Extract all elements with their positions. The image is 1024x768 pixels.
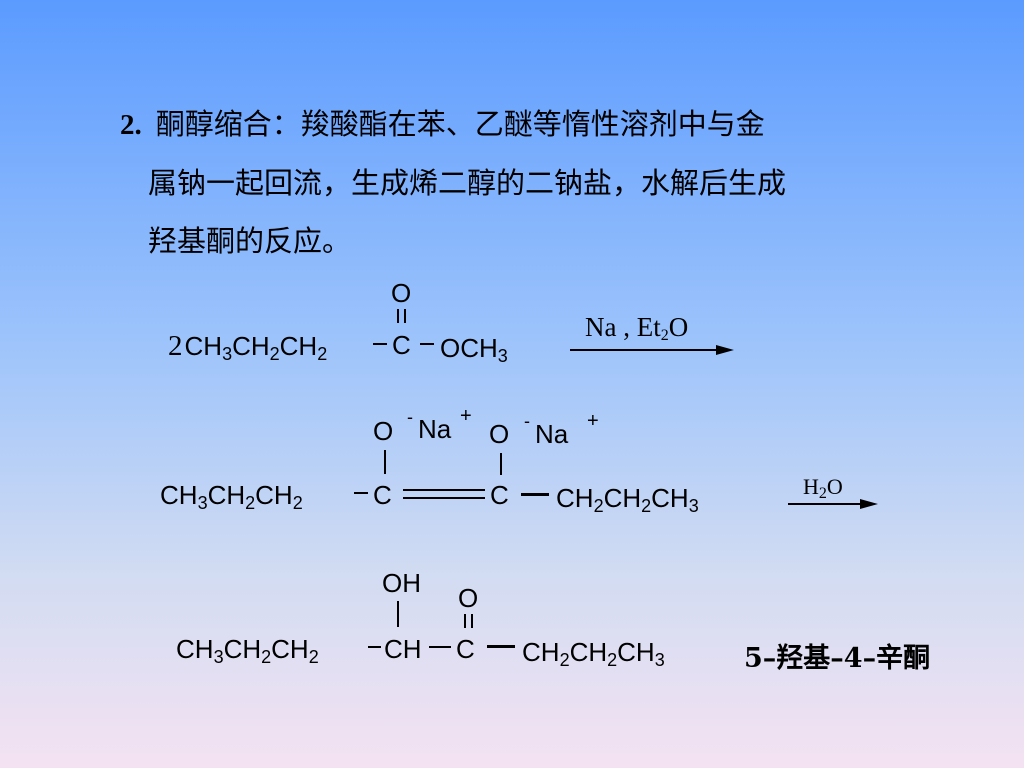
r1-double-bond-a [397, 309, 399, 323]
r2-oxygen-1: O [373, 416, 394, 446]
product-bond-left [368, 646, 381, 648]
r1-double-bond-b [404, 309, 406, 323]
r1-reagent: Na , Et2O [585, 312, 689, 344]
r1-carbonyl-oxygen: O [391, 278, 412, 308]
r2-sodium-2: Na [535, 419, 569, 449]
r2-reaction-arrow [788, 499, 878, 509]
product-bond-mid [429, 646, 451, 648]
r2-plus-2: + [587, 410, 599, 432]
product-carbonyl-oxygen: O [458, 583, 479, 613]
r1-methoxy: OCH3 [440, 333, 508, 366]
r2-arrow-head [860, 499, 878, 509]
product-left-chain: CH3CH2CH2 [176, 634, 319, 667]
intro-text-1: 酮醇缩合：羧酸酯在苯、乙醚等惰性溶剂中与金 [155, 107, 765, 141]
product-name: 5–羟基–4–辛酮 [744, 643, 931, 674]
r2-double-bond-a [403, 489, 485, 491]
product-bond-oh [397, 601, 399, 627]
r1-reaction-arrow [570, 345, 734, 355]
intro-paragraph: 2. 酮醇缩合：羧酸酯在苯、乙醚等惰性溶剂中与金 属钠一起回流，生成烯二醇的二钠盐… [120, 95, 940, 270]
r1-coefficient: 2 [168, 330, 183, 362]
r1-arrow-head [716, 345, 734, 355]
r2-bond-o1 [384, 450, 386, 474]
product-ch: CH [384, 634, 422, 664]
r2-left-chain: CH3CH2CH2 [160, 480, 303, 513]
r2-single-bond-left [354, 492, 368, 494]
r1-single-bond-right [420, 343, 434, 345]
intro-line-3: 羟基酮的反应。 [148, 224, 352, 258]
r2-plus-1: + [460, 405, 472, 427]
product-carbonyl-carbon: C [456, 634, 475, 664]
r1-ester-formula: 2CH3CH2CH2 [168, 330, 328, 364]
r2-sodium-1: Na [418, 414, 452, 444]
r2-carbon-1: C [373, 480, 392, 510]
r2-reagent: H2O [803, 474, 843, 502]
r2-minus-2: - [524, 411, 530, 431]
product-hydroxyl: OH [382, 568, 421, 598]
intro-line-1: 2. 酮醇缩合：羧酸酯在苯、乙醚等惰性溶剂中与金 [120, 95, 940, 154]
product-bond-right [487, 645, 515, 648]
section-number: 2. [120, 109, 142, 141]
product-double-bond-b [471, 614, 473, 628]
r2-single-bond-right [521, 493, 549, 496]
r2-right-chain: CH2CH2CH3 [556, 483, 699, 516]
product-double-bond-a [464, 614, 466, 628]
r2-oxygen-2: O [489, 419, 510, 449]
r2-minus-1: - [407, 407, 413, 427]
r1-single-bond-left [373, 343, 387, 345]
r2-carbon-2: C [490, 480, 509, 510]
r2-double-bond-b [403, 497, 485, 499]
r1-carbonyl-carbon: C [392, 330, 411, 360]
product-right-chain: CH2CH2CH3 [522, 637, 665, 670]
r2-bond-o2 [500, 453, 502, 475]
intro-line-2: 属钠一起回流，生成烯二醇的二钠盐，水解后生成 [148, 166, 787, 200]
